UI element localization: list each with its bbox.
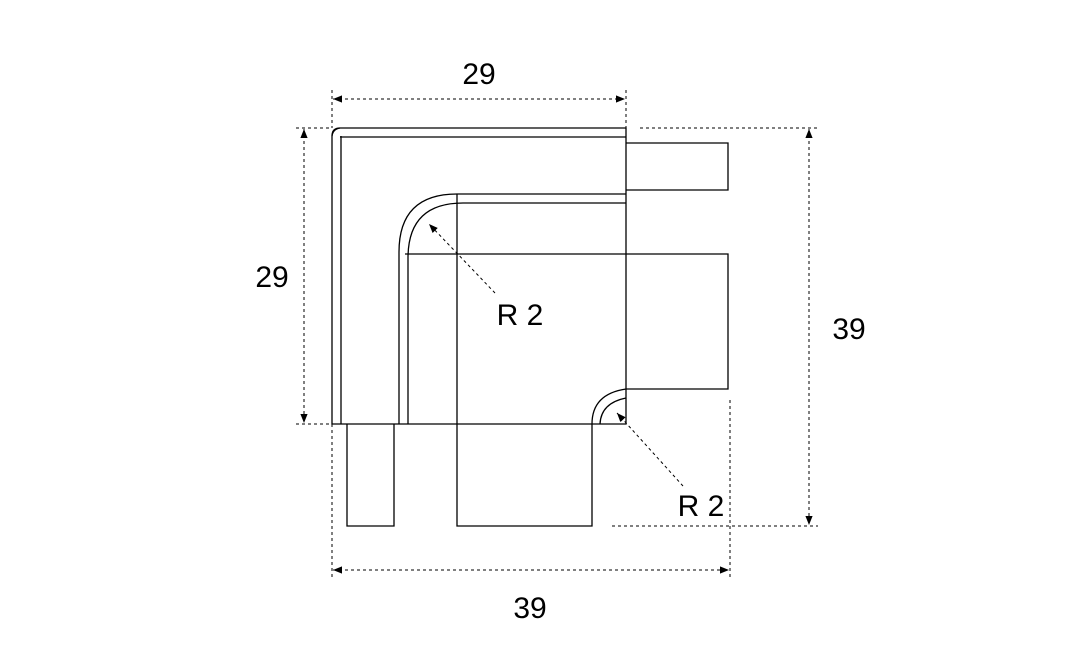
inner-radius-label: R 2 bbox=[497, 299, 544, 332]
inner-channel-outer-curve bbox=[398, 193, 626, 424]
left-height-label: 29 bbox=[255, 261, 288, 294]
right-tab-lower bbox=[626, 253, 729, 390]
right-height-label: 39 bbox=[832, 313, 865, 346]
top-width-label: 29 bbox=[462, 58, 495, 91]
leader-inner-radius bbox=[428, 223, 496, 294]
bottom-width-label: 39 bbox=[513, 592, 546, 625]
corner-bevel bbox=[331, 127, 341, 137]
right-tab-upper bbox=[626, 142, 729, 191]
bottom-tab-left bbox=[346, 424, 395, 527]
outer-radius-label: R 2 bbox=[678, 490, 725, 523]
corner-fitting-outline bbox=[331, 127, 729, 527]
bottom-tab-right bbox=[456, 424, 593, 527]
outer-corner-fillet-a bbox=[591, 388, 627, 425]
dimension-lines bbox=[300, 95, 813, 574]
outer-frame bbox=[331, 127, 627, 425]
leader-outer-radius bbox=[616, 412, 684, 487]
outer-corner-fillet-b bbox=[599, 397, 627, 425]
dimension-labels: 29 29 39 39 R 2 R 2 bbox=[255, 58, 865, 625]
extension-lines bbox=[296, 90, 818, 580]
